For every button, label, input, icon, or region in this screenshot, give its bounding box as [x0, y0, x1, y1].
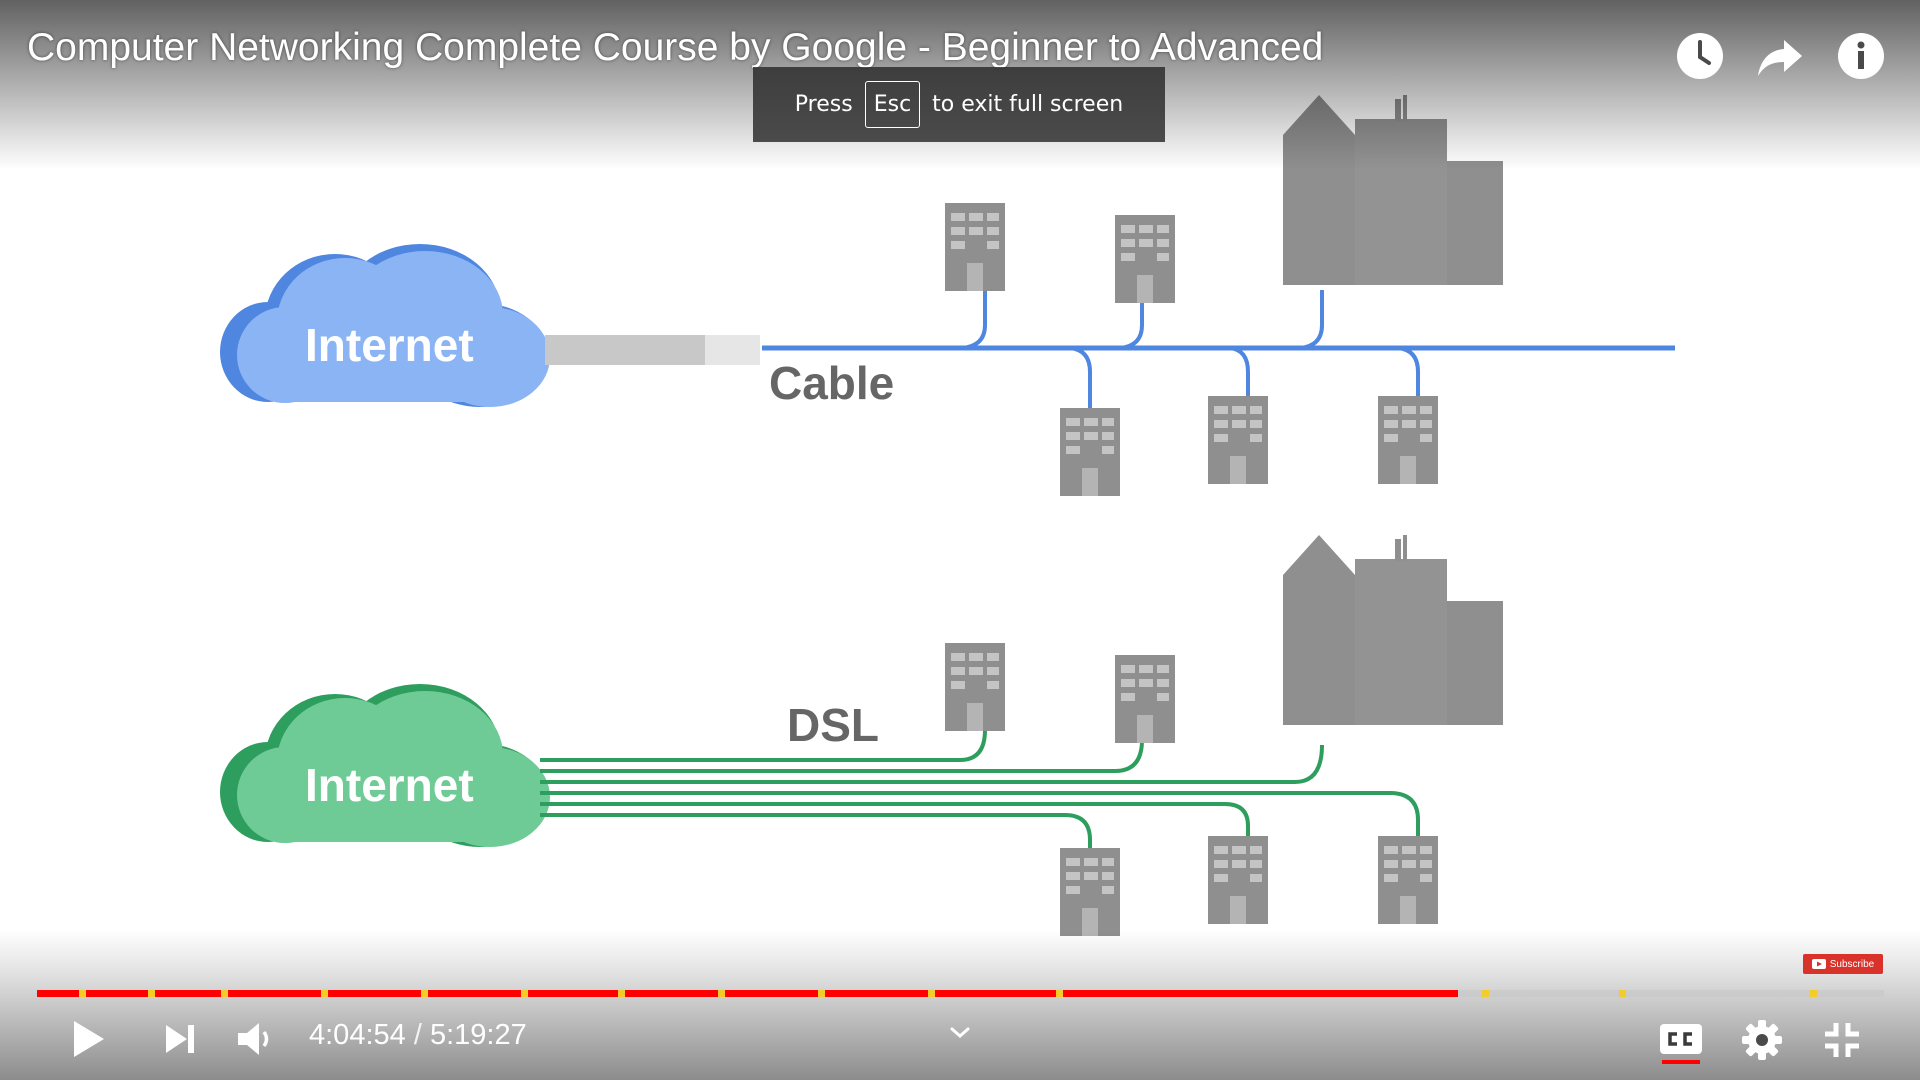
cc-icon — [1660, 1024, 1702, 1064]
chapter-marker — [1810, 990, 1817, 997]
cable-cloud — [220, 244, 550, 407]
dsl-label: DSL — [787, 699, 879, 751]
captions-button[interactable] — [1658, 1020, 1704, 1066]
building-icon — [1208, 396, 1268, 484]
chevron-down-icon — [950, 1027, 970, 1038]
mute-button[interactable] — [235, 1019, 275, 1059]
chapter-marker — [818, 990, 825, 997]
city-building-icon — [1283, 535, 1503, 725]
fullscreen-hint: Press Esc to exit full screen — [753, 67, 1165, 142]
next-button[interactable] — [163, 1022, 197, 1056]
building-icon — [1115, 655, 1175, 743]
volume-icon — [238, 1023, 269, 1055]
chapter-marker — [928, 990, 935, 997]
cable-modem — [545, 335, 705, 365]
building-icon — [1060, 408, 1120, 496]
time-display: 4:04:54 / 5:19:27 — [309, 1019, 527, 1052]
info-icon — [1838, 33, 1884, 79]
progress-played — [37, 990, 1458, 997]
clock-icon — [1677, 33, 1723, 79]
chapter-marker — [79, 990, 86, 997]
building-icon — [1208, 836, 1268, 924]
chapter-marker — [1619, 990, 1626, 997]
chapters-toggle[interactable] — [946, 1024, 974, 1042]
subscribe-watermark[interactable]: Subscribe — [1803, 954, 1883, 974]
youtube-logo-icon — [1811, 959, 1826, 969]
bottom-overlay — [0, 930, 1920, 1080]
current-time: 4:04:54 — [309, 1019, 406, 1051]
play-button[interactable] — [68, 1018, 108, 1060]
building-icon — [1378, 836, 1438, 924]
top-cloud-label: Internet — [305, 319, 474, 371]
hint-prefix: Press — [794, 92, 853, 117]
chapter-marker — [221, 990, 228, 997]
building-icon — [1378, 396, 1438, 484]
chapter-marker — [148, 990, 155, 997]
exit-fullscreen-icon — [1825, 1023, 1859, 1057]
building-icon — [945, 203, 1005, 291]
bottom-cloud-label: Internet — [305, 759, 474, 811]
building-icon — [1115, 215, 1175, 303]
cable-diagram — [220, 95, 1675, 496]
info-button[interactable] — [1835, 30, 1887, 82]
subscribe-label: Subscribe — [1829, 958, 1875, 970]
share-button[interactable] — [1754, 30, 1806, 82]
chapter-marker — [718, 990, 725, 997]
cable-label: Cable — [769, 357, 895, 409]
dsl-diagram — [220, 535, 1503, 936]
chapter-marker — [521, 990, 528, 997]
esc-key: Esc — [864, 81, 921, 128]
exit-fullscreen-button[interactable] — [1821, 1019, 1863, 1061]
chapter-marker — [421, 990, 428, 997]
hint-suffix: to exit full screen — [932, 92, 1124, 117]
share-arrow-icon — [1758, 40, 1802, 76]
settings-button[interactable] — [1741, 1019, 1783, 1061]
gear-icon — [1742, 1020, 1782, 1060]
duration: 5:19:27 — [429, 1019, 527, 1051]
time-separator: / — [413, 1019, 422, 1051]
chapter-marker — [321, 990, 328, 997]
play-icon — [74, 1021, 104, 1057]
watch-later-button[interactable] — [1674, 30, 1726, 82]
chapter-marker — [618, 990, 625, 997]
chapter-marker — [1056, 990, 1063, 997]
progress-bar[interactable] — [37, 990, 1884, 997]
building-icon — [945, 643, 1005, 731]
video-title[interactable]: Computer Networking Complete Course by G… — [27, 26, 1324, 69]
next-icon — [166, 1025, 194, 1053]
building-icon — [1060, 848, 1120, 936]
chapter-marker — [1482, 990, 1489, 997]
dsl-cloud — [220, 684, 550, 847]
